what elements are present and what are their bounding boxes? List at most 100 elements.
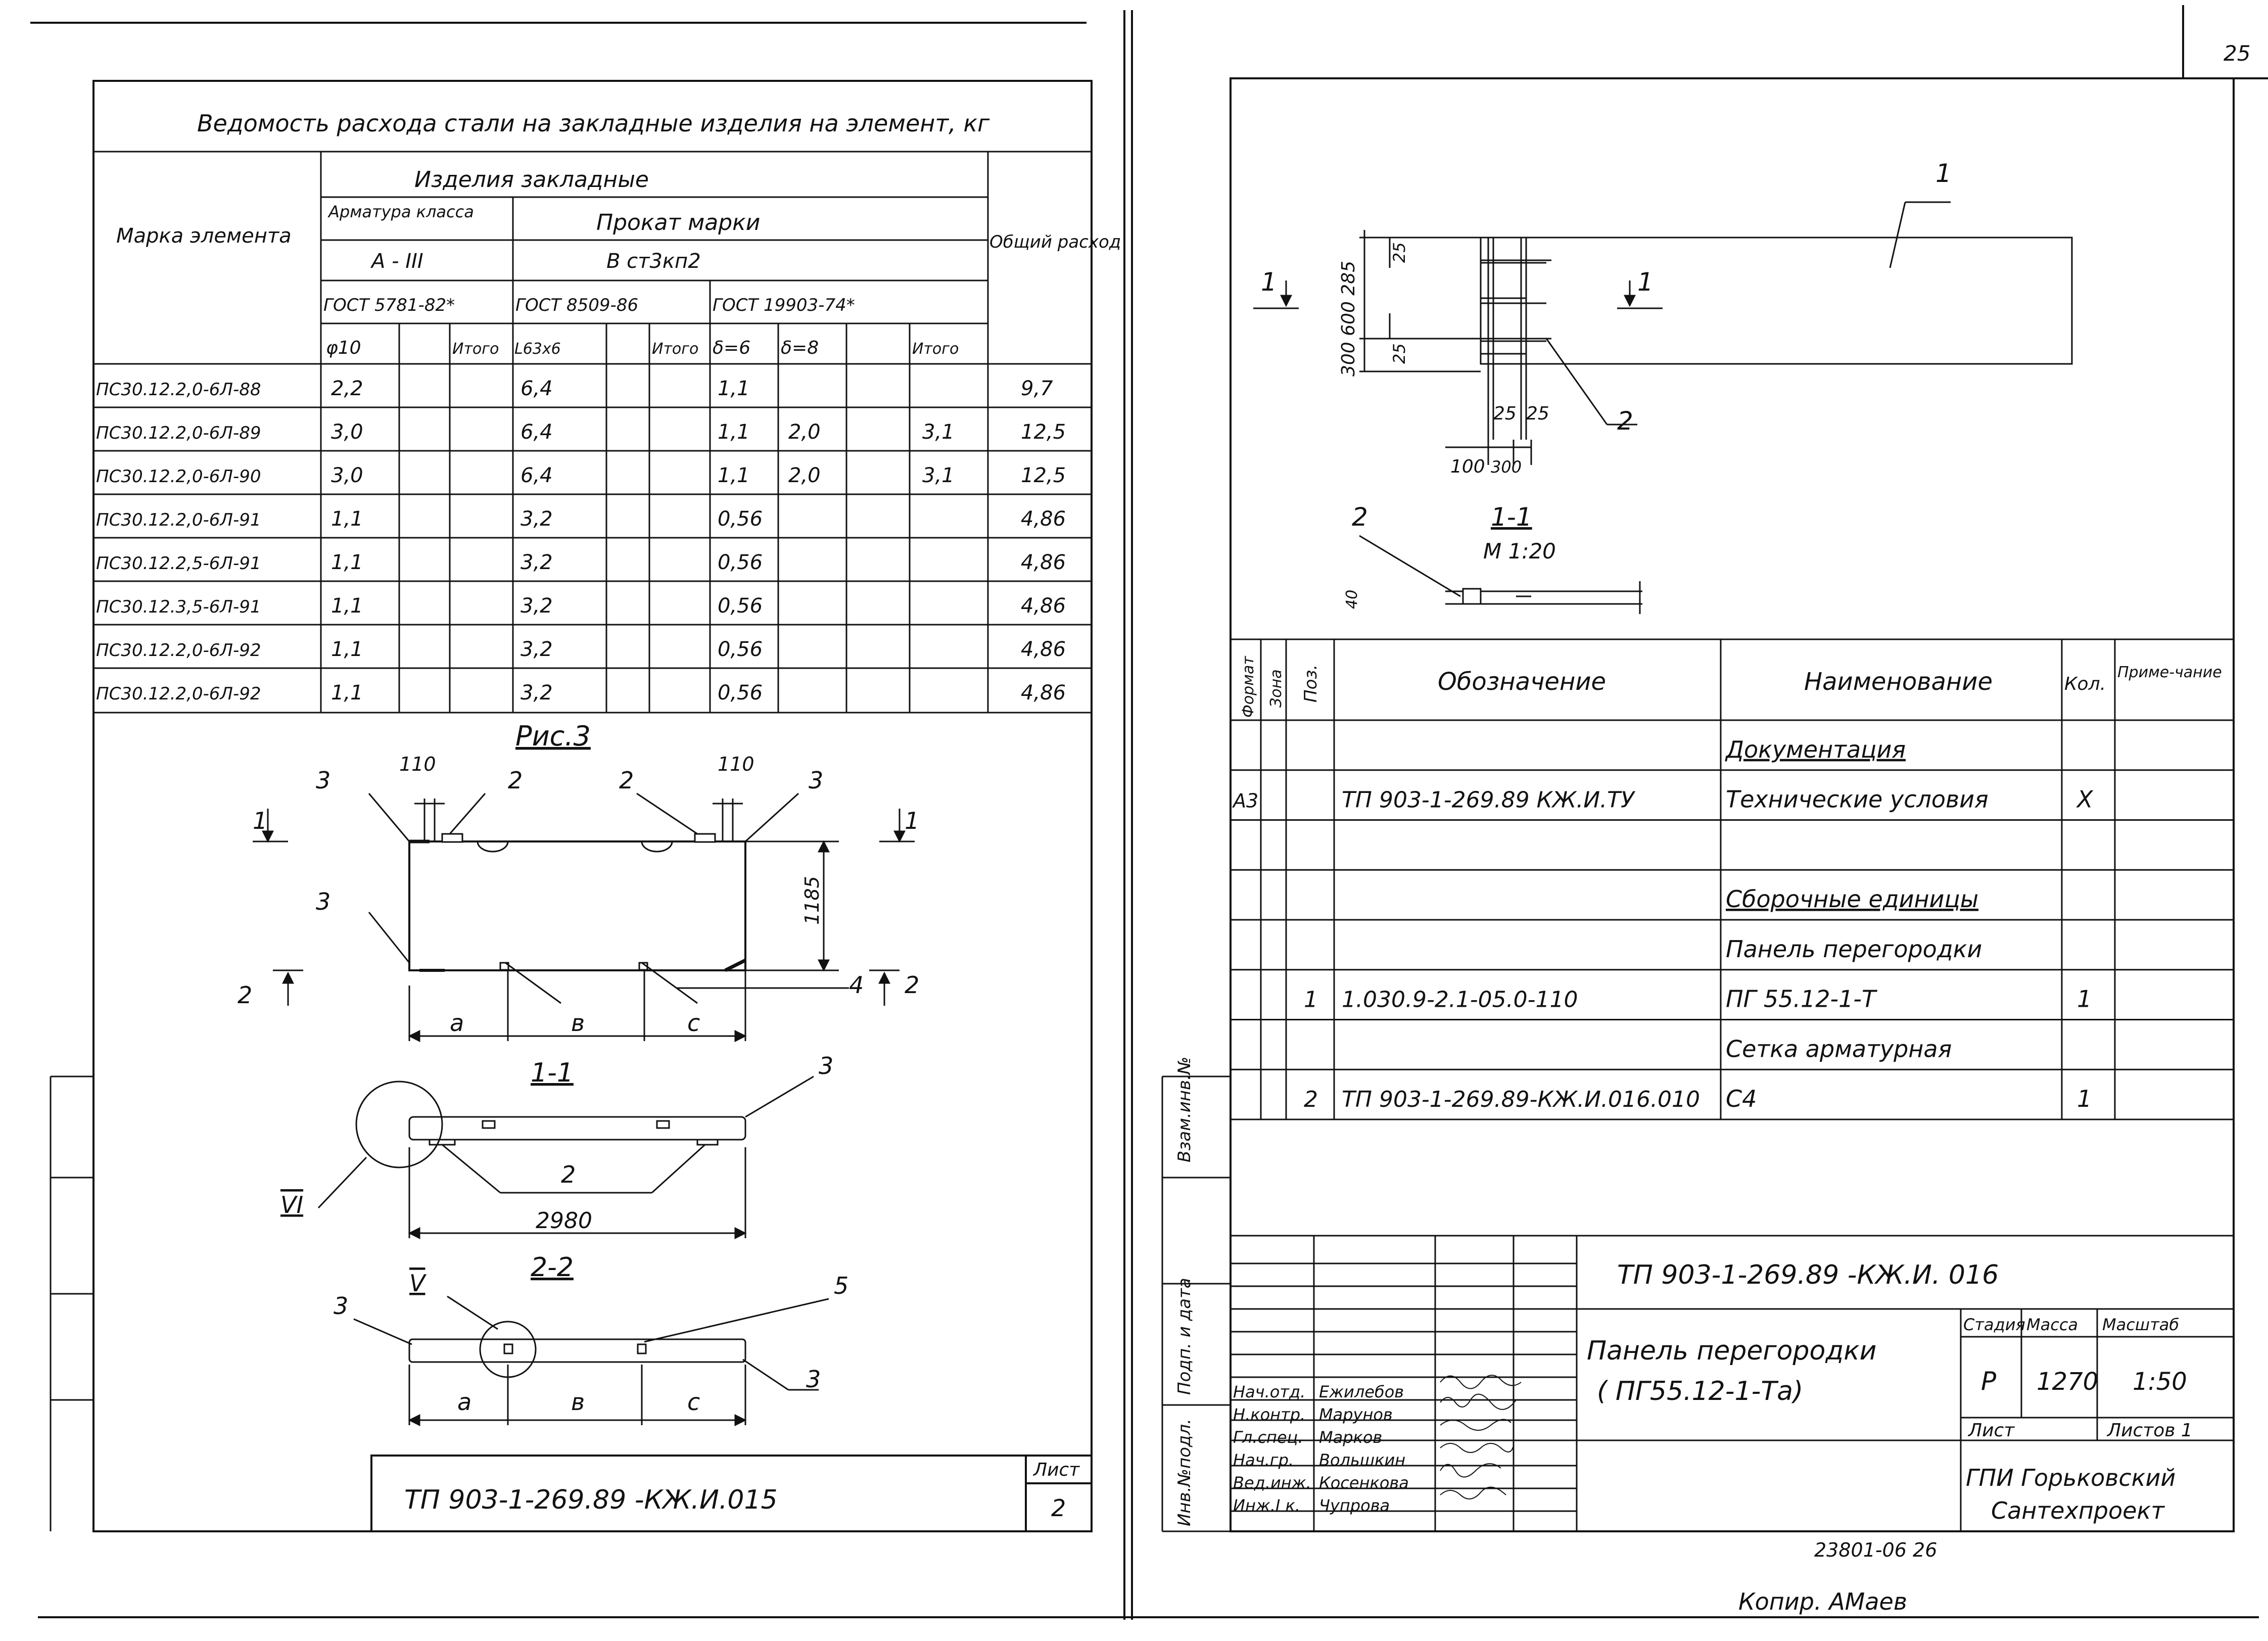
hdr-itogo-2: Итого: [652, 340, 698, 358]
drawing-dim-25-c: 25: [1493, 403, 1517, 424]
drawing-dim-40: 40: [1343, 590, 1361, 609]
plan-pos3-c: 3: [316, 888, 330, 915]
copy-note: Копир. АМаев: [1738, 1588, 1907, 1615]
sec11-pos3: 3: [819, 1052, 833, 1080]
spec-hdr-name: Наименование: [1804, 668, 1993, 696]
row-mark: ПС30.12.2,0-6Л-91: [96, 510, 261, 530]
row-total: 4,86: [1021, 507, 1066, 531]
person-role: Вед.инж.: [1233, 1473, 1311, 1492]
bottom-number: 23801-06 26: [1814, 1539, 1937, 1561]
hdr-products: Изделия закладные: [414, 167, 649, 193]
drawing-pos2: 2: [1617, 406, 1633, 436]
row-d6: 0,56: [718, 551, 763, 574]
left-stamp-code: ТП 903-1-269.89 -КЖ.И.015: [404, 1485, 778, 1515]
row-phi10: 3,0: [331, 464, 363, 487]
plan-pos2-a: 2: [508, 767, 523, 794]
person-name: Чупрова: [1319, 1496, 1390, 1515]
spec-name: ПГ 55.12-1-Т: [1726, 986, 1878, 1013]
node-VI: VI: [280, 1191, 303, 1218]
row-mark: ПС30.12.2,0-6Л-92: [96, 684, 261, 704]
row-itogo: 3,1: [922, 420, 955, 444]
hdr-gost3: ГОСТ 19903-74*: [713, 295, 855, 315]
row-d6: 0,56: [718, 638, 763, 661]
left-side-stub: [50, 1075, 93, 1531]
hdr-total: Общий расход: [989, 232, 1121, 252]
row-total: 9,7: [1021, 377, 1053, 400]
sec22-dim-c: с: [687, 1388, 700, 1416]
section-2-2-title: 2-2: [531, 1252, 574, 1283]
person-name: Косенкова: [1319, 1473, 1409, 1492]
row-mark: ПС30.12.2,0-6Л-90: [96, 466, 261, 487]
row-total: 12,5: [1021, 420, 1066, 444]
hdr-d8: δ=8: [781, 338, 819, 358]
hdr-gost1: ГОСТ 5781-82*: [323, 295, 455, 315]
hdr-prokat: Прокат марки: [596, 210, 760, 236]
figure-title: Рис.3: [515, 720, 591, 752]
sec22-pos3-b: 3: [806, 1366, 821, 1393]
row-mark: ПС30.12.2,0-6Л-89: [96, 423, 261, 443]
hdr-l63: L63x6: [514, 340, 561, 358]
sec22-pos5: 5: [834, 1272, 848, 1299]
row-phi10: 2,2: [331, 377, 363, 400]
person-name: Марков: [1319, 1428, 1382, 1447]
node-V: V: [409, 1270, 427, 1297]
spec-hdr-qty: Кол.: [2064, 674, 2106, 694]
row-d6: 1,1: [718, 420, 750, 444]
plan-dim-1185: 1185: [801, 876, 823, 925]
sec11-pos2: 2: [561, 1161, 576, 1188]
drawing-dim-100: 100: [1450, 456, 1485, 477]
row-d6: 1,1: [718, 377, 750, 400]
drawing-sec-right: 1: [1637, 267, 1653, 297]
sec22-pos3-a: 3: [334, 1292, 348, 1320]
plan-dim-a: a: [450, 1009, 464, 1037]
row-l63: 3,2: [521, 638, 553, 661]
row-mark: ПС30.12.2,0-6Л-92: [96, 640, 261, 661]
section-1-1-view: [317, 1075, 814, 1239]
spec-hdr-pos: Поз.: [1301, 665, 1321, 702]
row-d6: 1,1: [718, 464, 750, 487]
hdr-armatura: Арматура класса: [327, 202, 474, 221]
title-block-code: ТП 903-1-269.89 -КЖ.И. 016: [1617, 1260, 1999, 1290]
sec22-dim-a: a: [457, 1388, 471, 1416]
side-label-inv: Инв.№подл.: [1174, 1419, 1195, 1526]
spec-hdr-note: Приме-чание: [2117, 664, 2222, 681]
row-itogo: 3,1: [922, 464, 955, 487]
section-1-1-title: 1-1: [531, 1058, 574, 1088]
drawing-section-title: 1-1: [1491, 502, 1532, 532]
panel-drawing: [1253, 201, 2073, 614]
drawing-dim-25-a: 25: [1390, 242, 1409, 263]
plan-details: [253, 792, 915, 1042]
hdr-d6: δ=6: [713, 338, 750, 358]
plan-pos3-a: 3: [316, 767, 330, 794]
row-l63: 6,4: [521, 464, 553, 487]
person-name: Ежилебов: [1319, 1382, 1404, 1401]
row-phi10: 1,1: [331, 551, 363, 574]
org-line-2: Сантехпроект: [1991, 1497, 2165, 1524]
sec11-dim-2980: 2980: [536, 1208, 592, 1234]
spec-hdr-zone: Зона: [1267, 669, 1285, 708]
spec-designation: ТП 903-1-269.89 КЖ.И.ТУ: [1342, 787, 1636, 813]
plan-dim-b: в: [571, 1009, 585, 1037]
table-title: Ведомость расхода стали на закладные изд…: [197, 110, 990, 137]
drawing-dim-25-b: 25: [1390, 343, 1409, 364]
hdr-steel: В ст3кп2: [606, 250, 701, 273]
person-role: Н.контр.: [1233, 1405, 1305, 1424]
person-role: Гл.спец.: [1233, 1428, 1303, 1447]
spec-pos: 1: [1304, 987, 1318, 1013]
row-d6: 0,56: [718, 507, 763, 531]
spec-pos: 2: [1304, 1087, 1318, 1112]
drawing-dim-25-d: 25: [1526, 403, 1549, 424]
hdr-mark: Марка элемента: [116, 224, 292, 248]
stage-value: Р: [1981, 1367, 1997, 1396]
section-2-2-view: [353, 1295, 829, 1426]
spec-name: Документация: [1725, 736, 1906, 763]
row-d6: 0,56: [718, 681, 763, 705]
spec-name: Технические условия: [1726, 786, 1989, 813]
plan-dim-110-a: 110: [399, 753, 436, 775]
spec-qty: 1: [2077, 1085, 2092, 1112]
drawing-scale: М 1:20: [1483, 539, 1556, 564]
row-mark: ПС30.12.2,5-6Л-91: [96, 553, 261, 574]
